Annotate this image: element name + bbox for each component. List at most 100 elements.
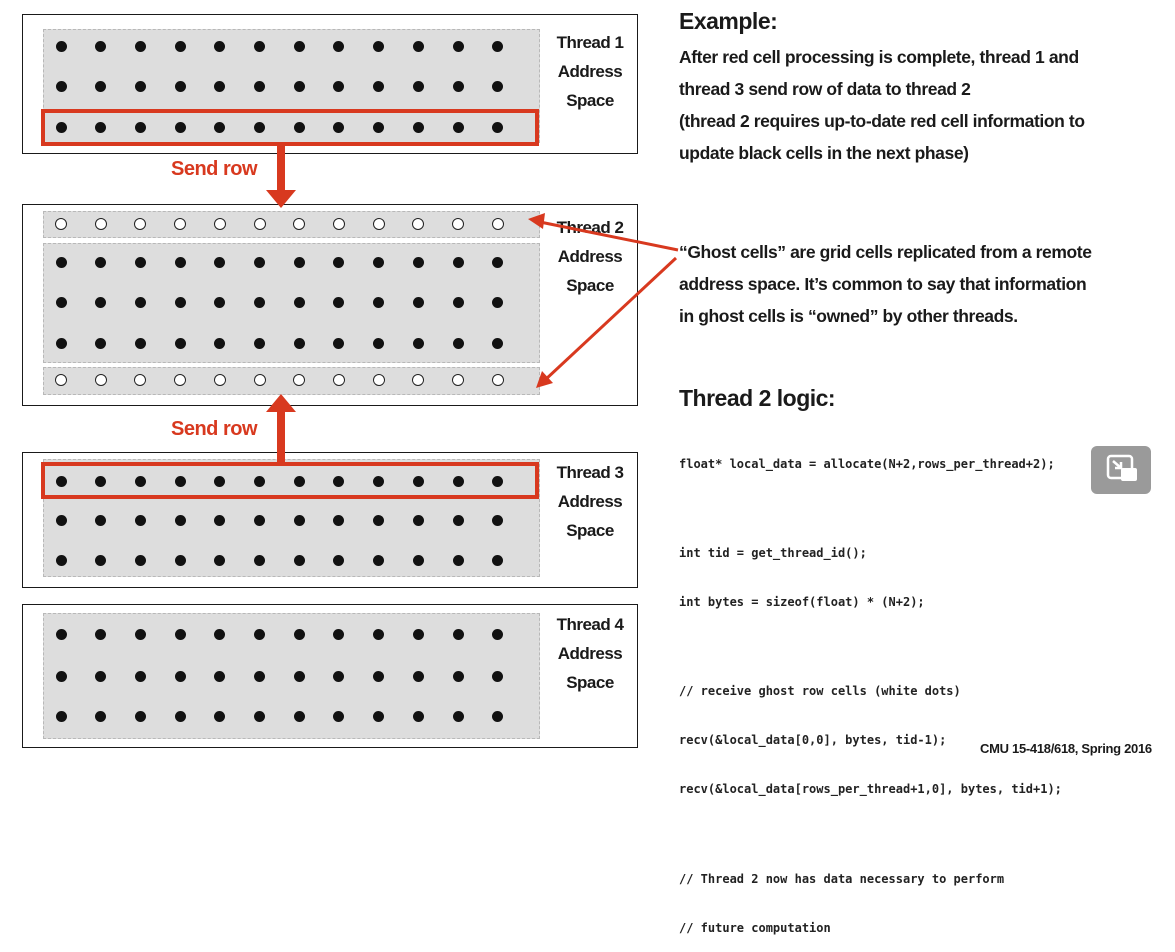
ghost-cell [452,374,464,386]
grid-cell [452,554,464,566]
grid-cell [174,710,186,722]
thread-1-label: Thread 1 Address Space [556,33,624,110]
grid-cell [55,296,67,308]
picture-in-picture-button[interactable] [1091,446,1151,494]
course-footer: CMU 15-418/618, Spring 2016 [980,741,1152,756]
grid-cell [174,296,186,308]
grid-cell [214,337,226,349]
ghost-cell [134,374,147,386]
grid-cell [373,337,385,349]
grid-cell [333,554,345,566]
grid-cell [373,40,385,52]
ghost-cell [293,374,306,386]
grid-cell [174,670,186,682]
ghost-cell [174,218,187,230]
grid-cell [134,514,146,526]
grid-cell [214,475,226,487]
grid-cell [492,80,504,92]
grid-cell [254,628,265,640]
grid-cell [492,337,504,349]
grid-cell [134,554,146,566]
ghost-cell [174,374,187,386]
ghost-cell [94,218,107,230]
grid-cell [293,256,305,268]
grid-cell [412,554,424,566]
grid-cell [333,80,345,92]
grid-cell [174,121,186,133]
ghost-cells-note: “Ghost cells” are grid cells replicated … [679,242,1092,326]
ghost-cell [293,218,306,230]
grid-cell [373,628,385,640]
grid-cell [412,80,424,92]
grid-cell [492,296,504,308]
grid-cell [293,710,305,722]
grid-cell [293,628,305,640]
grid-cell [293,514,305,526]
grid-cell [214,554,226,566]
grid-cell [373,554,385,566]
grid-cell [254,256,265,268]
grid-cell [333,670,345,682]
grid-cell [214,670,226,682]
grid-cell [412,296,424,308]
grid-cell [55,256,67,268]
code-line [679,830,1062,838]
grid-cell [95,628,107,640]
grid-cell [214,256,226,268]
ghost-cell [372,374,385,386]
grid-cell [214,628,226,640]
grid-cell [134,475,146,487]
example-text: After red cell processing is complete, t… [679,47,1085,163]
grid-cell [412,475,424,487]
send-row-label-bottom: Send row [171,418,258,440]
grid-cell [174,40,186,52]
grid-cell [214,40,226,52]
grid-cell [373,296,385,308]
code-line: // future computation [679,920,831,935]
grid-cell [373,514,385,526]
grid-cell [293,80,305,92]
grid-cell [333,256,345,268]
grid-cell [452,337,464,349]
grid-cell [214,514,226,526]
ghost-cell [94,374,107,386]
grid-cell [174,80,186,92]
grid-cell [134,337,146,349]
grid-cell [254,475,265,487]
grid-cell [134,670,146,682]
grid-cell [293,670,305,682]
grid-cell [452,475,464,487]
grid-cell [492,121,504,133]
grid-cell [55,554,67,566]
grid-cell [452,710,464,722]
grid-cell [293,475,305,487]
grid-cell [214,80,226,92]
grid-cell [293,337,305,349]
grid-cell [412,256,424,268]
grid-cell [492,554,504,566]
grid-cell [214,296,226,308]
ghost-cells-pointer-arrows [528,213,679,388]
grid-cell [293,296,305,308]
grid-cell [55,40,67,52]
grid-cell [452,40,464,52]
grid-cell [95,475,107,487]
grid-cell [452,670,464,682]
grid-cell [254,121,265,133]
code-line: // receive ghost row cells (white dots) [679,684,961,699]
grid-cell [55,514,67,526]
grid-cell [55,710,67,722]
grid-cell [492,40,504,52]
grid-cell [95,296,107,308]
grid-cell [492,670,504,682]
grid-cell [254,80,265,92]
picture-in-picture-icon [1106,454,1137,481]
grid-cell [254,514,265,526]
code-line: recv(&local_data[0,0], bytes, tid-1); [679,733,947,748]
grid-cell [95,337,107,349]
grid-cell [134,296,146,308]
grid-cell [134,628,146,640]
grid-cell [254,710,265,722]
grid-cell [134,80,146,92]
thread-4-label: Thread 4 Address Space [556,615,624,692]
